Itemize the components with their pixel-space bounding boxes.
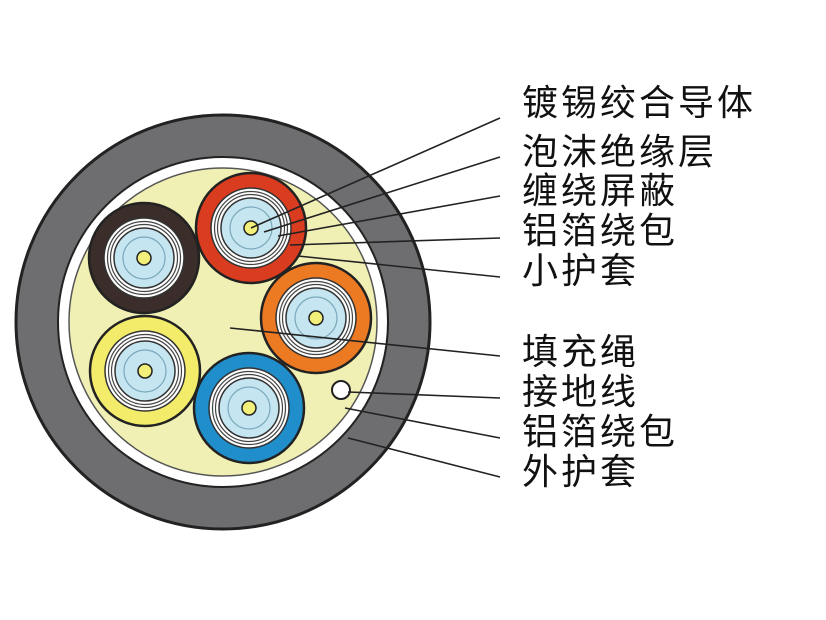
core-black bbox=[87, 201, 201, 315]
leader-wrap-shield bbox=[277, 195, 501, 237]
core-yellow-shield-outer bbox=[107, 333, 183, 409]
leader-ground-wire bbox=[347, 391, 501, 399]
core-orange-insulation-ring bbox=[294, 296, 338, 340]
core-blue-shield-outer bbox=[211, 370, 287, 446]
core-black-conductor bbox=[136, 250, 152, 266]
core-blue-conductor bbox=[241, 400, 257, 416]
core-black-shield-inner bbox=[109, 223, 179, 293]
leader-lines bbox=[229, 117, 501, 478]
core-orange-shield-outer bbox=[278, 280, 354, 356]
label-foil-wrap-outer: 铝箔绕包 bbox=[522, 412, 679, 453]
core-blue-shield-inner bbox=[214, 373, 284, 443]
label-filler-rope: 填充绳 bbox=[522, 332, 640, 373]
cores-group bbox=[87, 171, 373, 465]
label-foam-insulation: 泡沫绝缘层 bbox=[522, 132, 718, 173]
core-black-shield-outer bbox=[106, 220, 182, 296]
leader-small-sheath bbox=[297, 255, 501, 278]
label-ground-wire: 接地线 bbox=[522, 372, 640, 413]
label-outer-sheath: 外护套 bbox=[522, 452, 640, 493]
core-yellow-conductor bbox=[137, 363, 153, 379]
leader-foil-wrap-inner bbox=[289, 237, 501, 246]
leader-filler-rope bbox=[229, 327, 501, 357]
label-small-sheath: 小护套 bbox=[522, 251, 640, 292]
core-yellow-shield-inner bbox=[110, 336, 180, 406]
label-foil-wrap-inner: 铝箔绕包 bbox=[522, 211, 679, 252]
core-red-insulation-ring bbox=[229, 206, 273, 250]
leader-outer-sheath bbox=[347, 437, 501, 478]
core-blue-insulation-ring bbox=[227, 386, 271, 430]
core-orange bbox=[259, 261, 373, 375]
leader-conductor bbox=[250, 117, 501, 229]
core-black-insulation-ring bbox=[122, 236, 166, 280]
core-yellow-insulation-ring bbox=[123, 349, 167, 393]
core-blue bbox=[192, 351, 306, 465]
label-conductor: 镀锡绞合导体 bbox=[522, 83, 757, 124]
leader-foil-wrap-outer bbox=[344, 407, 501, 439]
leader-foam-insulation bbox=[263, 156, 501, 233]
core-orange-conductor bbox=[308, 310, 324, 326]
core-red-shield-outer bbox=[213, 190, 289, 266]
core-orange-shield-inner bbox=[281, 283, 351, 353]
core-yellow bbox=[88, 314, 202, 428]
label-wrap-shield: 缠绕屏蔽 bbox=[522, 171, 679, 212]
core-red-shield-inner bbox=[216, 193, 286, 263]
ground-wire bbox=[331, 380, 351, 400]
